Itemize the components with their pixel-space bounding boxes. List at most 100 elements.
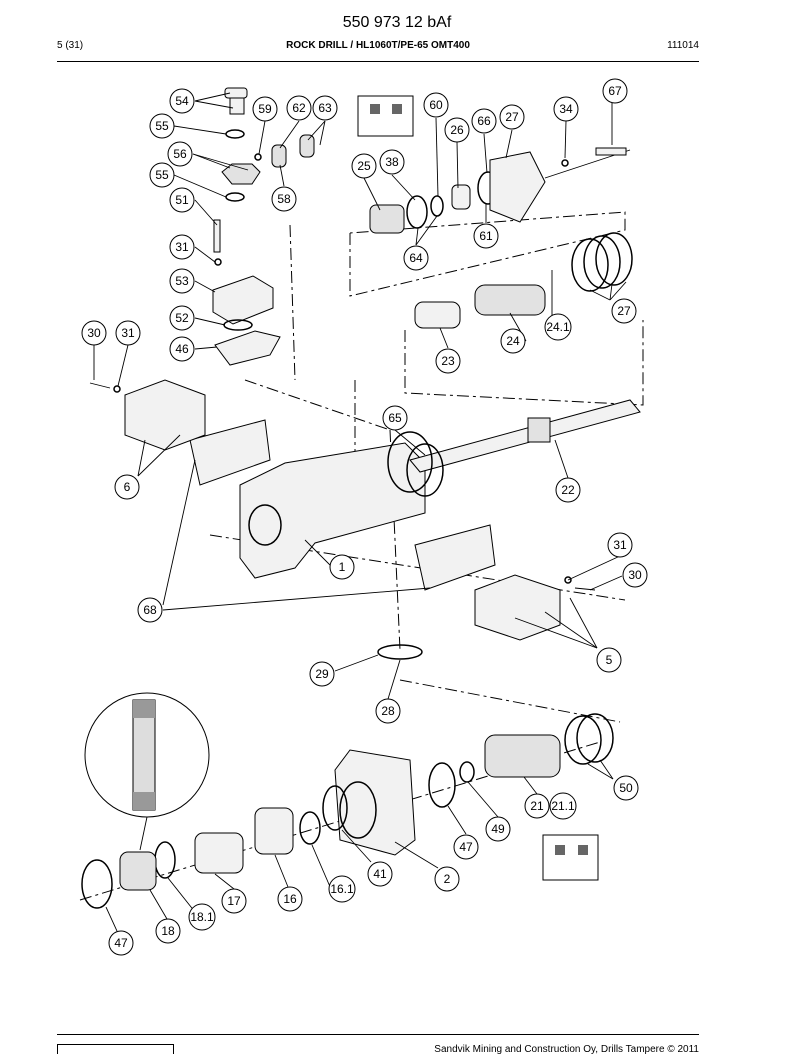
callout-27: 27 xyxy=(611,298,637,324)
svg-text:17: 17 xyxy=(227,894,241,908)
svg-text:55: 55 xyxy=(155,168,169,182)
lower-assembly xyxy=(81,713,614,909)
callout-31: 31 xyxy=(115,320,141,346)
callout-30: 30 xyxy=(622,562,648,588)
svg-text:63: 63 xyxy=(318,101,332,115)
callout-56: 56 xyxy=(167,141,193,167)
callout-63: 63 xyxy=(312,95,338,121)
svg-text:58: 58 xyxy=(277,192,291,206)
callout-16-1: 16.1 xyxy=(328,875,356,903)
svg-text:52: 52 xyxy=(175,311,189,325)
svg-text:23: 23 xyxy=(441,354,455,368)
svg-text:54: 54 xyxy=(175,94,189,108)
callout-34: 34 xyxy=(553,96,579,122)
svg-text:46: 46 xyxy=(175,342,189,356)
svg-text:60: 60 xyxy=(429,98,443,112)
callout-6: 6 xyxy=(114,474,140,500)
svg-text:18.1: 18.1 xyxy=(190,910,214,924)
callout-67: 67 xyxy=(602,78,628,104)
callout-49: 49 xyxy=(485,816,511,842)
document-code: 550 973 12 bAf xyxy=(342,14,452,31)
callout-68: 68 xyxy=(137,597,163,623)
callout-65: 65 xyxy=(382,405,408,431)
callout-31: 31 xyxy=(607,532,633,558)
svg-text:5: 5 xyxy=(606,653,613,667)
svg-text:50: 50 xyxy=(619,781,633,795)
svg-text:30: 30 xyxy=(628,568,642,582)
callout-54: 54 xyxy=(169,88,195,114)
svg-text:6: 6 xyxy=(124,480,131,494)
svg-text:62: 62 xyxy=(292,101,306,115)
callout-59: 59 xyxy=(252,96,278,122)
callout-17: 17 xyxy=(221,888,247,914)
callout-21-1: 21.1 xyxy=(549,792,577,820)
svg-text:2: 2 xyxy=(444,872,451,886)
callout-21: 21 xyxy=(524,793,550,819)
callout-58: 58 xyxy=(271,186,297,212)
callout-55: 55 xyxy=(149,113,175,139)
svg-text:22: 22 xyxy=(561,483,575,497)
svg-text:21: 21 xyxy=(530,799,544,813)
svg-text:59: 59 xyxy=(258,102,272,116)
svg-text:65: 65 xyxy=(388,411,402,425)
header-row: 5 (31) ROCK DRILL / HL1060T/PE-65 OMT400… xyxy=(57,40,699,54)
callout-30: 30 xyxy=(81,320,107,346)
callout-18-1: 18.1 xyxy=(188,903,216,931)
callout-5: 5 xyxy=(596,647,622,673)
copyright: Sandvik Mining and Construction Oy, Dril… xyxy=(434,1044,699,1055)
svg-text:61: 61 xyxy=(479,229,493,243)
callout-18: 18 xyxy=(155,918,181,944)
upper-assembly xyxy=(369,147,633,329)
callout-22: 22 xyxy=(555,477,581,503)
date-code: 111014 xyxy=(667,40,699,51)
company-logo xyxy=(57,1044,174,1054)
svg-text:56: 56 xyxy=(173,147,187,161)
callout-60: 60 xyxy=(423,92,449,118)
svg-text:31: 31 xyxy=(613,538,627,552)
callout-26: 26 xyxy=(444,117,470,143)
svg-text:66: 66 xyxy=(477,114,491,128)
callout-25: 25 xyxy=(351,153,377,179)
callout-50: 50 xyxy=(613,775,639,801)
callout-27: 27 xyxy=(499,104,525,130)
seal-detail-inset-circle xyxy=(84,692,210,851)
callout-52: 52 xyxy=(169,305,195,331)
svg-text:16: 16 xyxy=(283,892,297,906)
callout-28: 28 xyxy=(375,698,401,724)
callout-24-1: 24.1 xyxy=(544,313,572,341)
seal-detail-inset-top xyxy=(357,95,414,137)
svg-text:18: 18 xyxy=(161,924,175,938)
svg-text:49: 49 xyxy=(491,822,505,836)
seal-detail-inset-bottom xyxy=(542,834,599,881)
callout-47: 47 xyxy=(108,930,134,956)
svg-text:1: 1 xyxy=(339,560,346,574)
svg-text:26: 26 xyxy=(450,123,464,137)
side-covers xyxy=(89,379,596,660)
page-number: 5 (31) xyxy=(57,40,84,51)
svg-text:30: 30 xyxy=(87,326,101,340)
callout-16: 16 xyxy=(277,886,303,912)
svg-text:64: 64 xyxy=(409,251,423,265)
header-rule xyxy=(57,61,699,62)
svg-text:51: 51 xyxy=(175,193,189,207)
page-title: ROCK DRILL / HL1060T/PE-65 OMT400 xyxy=(286,40,470,51)
callout-64: 64 xyxy=(403,245,429,271)
callout-31: 31 xyxy=(169,234,195,260)
svg-text:25: 25 xyxy=(357,159,371,173)
callout-38: 38 xyxy=(379,149,405,175)
svg-text:47: 47 xyxy=(114,936,128,950)
svg-text:27: 27 xyxy=(617,304,631,318)
svg-text:28: 28 xyxy=(381,704,395,718)
callout-41: 41 xyxy=(367,861,393,887)
callout-47: 47 xyxy=(453,834,479,860)
callout-1: 1 xyxy=(329,554,355,580)
svg-text:27: 27 xyxy=(505,110,519,124)
svg-text:31: 31 xyxy=(175,240,189,254)
valve-parts xyxy=(212,87,315,366)
svg-text:21.1: 21.1 xyxy=(551,799,575,813)
svg-text:47: 47 xyxy=(459,840,473,854)
callout-2: 2 xyxy=(434,866,460,892)
svg-text:38: 38 xyxy=(385,155,399,169)
svg-text:34: 34 xyxy=(559,102,573,116)
svg-text:31: 31 xyxy=(121,326,135,340)
